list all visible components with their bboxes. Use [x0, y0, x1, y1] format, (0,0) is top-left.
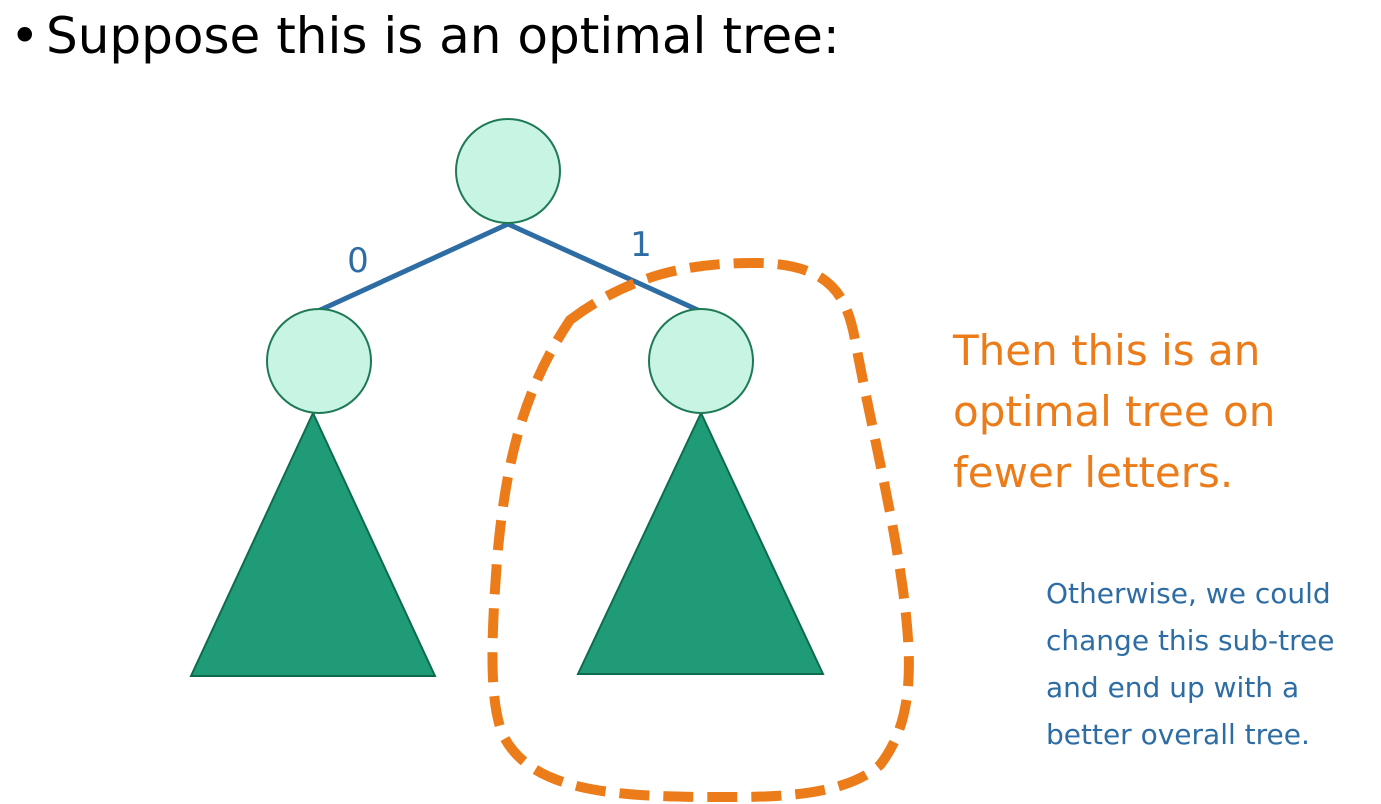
bullet-text: Suppose this is an optimal tree: — [46, 7, 840, 65]
orange-callout-line: Then this is an — [953, 326, 1261, 375]
blue-callout-line: better overall tree. — [1046, 718, 1310, 751]
left-child-node — [266, 308, 372, 414]
orange-callout-line: optimal tree on — [953, 387, 1276, 436]
edge-root-left — [316, 221, 510, 314]
blue-callout-line: change this sub-tree — [1046, 624, 1335, 657]
right-child-node — [648, 308, 754, 414]
blue-callout-line: Otherwise, we could — [1046, 577, 1331, 610]
edge-root-right — [506, 221, 702, 314]
orange-callout: Then this is an optimal tree on fewer le… — [953, 320, 1373, 503]
left-subtree-triangle — [189, 410, 437, 677]
root-node — [455, 118, 561, 224]
edge-label-0: 0 — [347, 241, 369, 281]
bullet-line: •Suppose this is an optimal tree: — [10, 0, 840, 72]
right-subtree-triangle — [576, 410, 825, 675]
orange-callout-line: fewer letters. — [953, 448, 1234, 497]
blue-callout: Otherwise, we could change this sub-tree… — [1046, 570, 1381, 758]
edge-label-1: 1 — [630, 225, 652, 265]
blue-callout-line: and end up with a — [1046, 671, 1300, 704]
bullet-symbol: • — [10, 7, 40, 65]
